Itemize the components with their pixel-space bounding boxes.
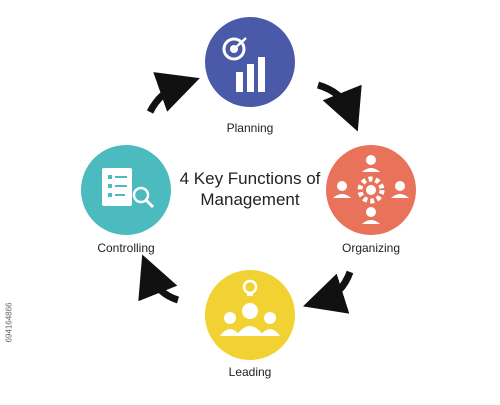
target-growth-chart-icon: [222, 37, 265, 92]
team-gear-icon: [333, 155, 409, 224]
arrow-controlling-to-planning: [146, 72, 200, 114]
organizing-node: [326, 145, 416, 235]
arrow-leading-to-controlling: [138, 254, 180, 304]
checklist-magnifier-icon: [102, 168, 155, 209]
planning-node: [205, 17, 295, 107]
title-line-1: 4 Key Functions of: [179, 169, 321, 188]
arrow-organizing-to-leading: [302, 270, 354, 314]
planning-label: Planning: [226, 121, 274, 135]
leader-team-idea-icon: [220, 279, 280, 336]
organizing-label: Organizing: [341, 241, 401, 255]
leading-node: [205, 270, 295, 360]
controlling-node: [81, 145, 171, 235]
arrow-planning-to-organizing: [316, 81, 362, 132]
leading-label: Leading: [228, 365, 272, 379]
controlling-label: Controlling: [97, 241, 155, 255]
stock-id-stamp: 694164866: [4, 302, 14, 343]
title-line-2: Management: [200, 190, 300, 209]
diagram-title: 4 Key Functions of Management: [160, 168, 340, 210]
